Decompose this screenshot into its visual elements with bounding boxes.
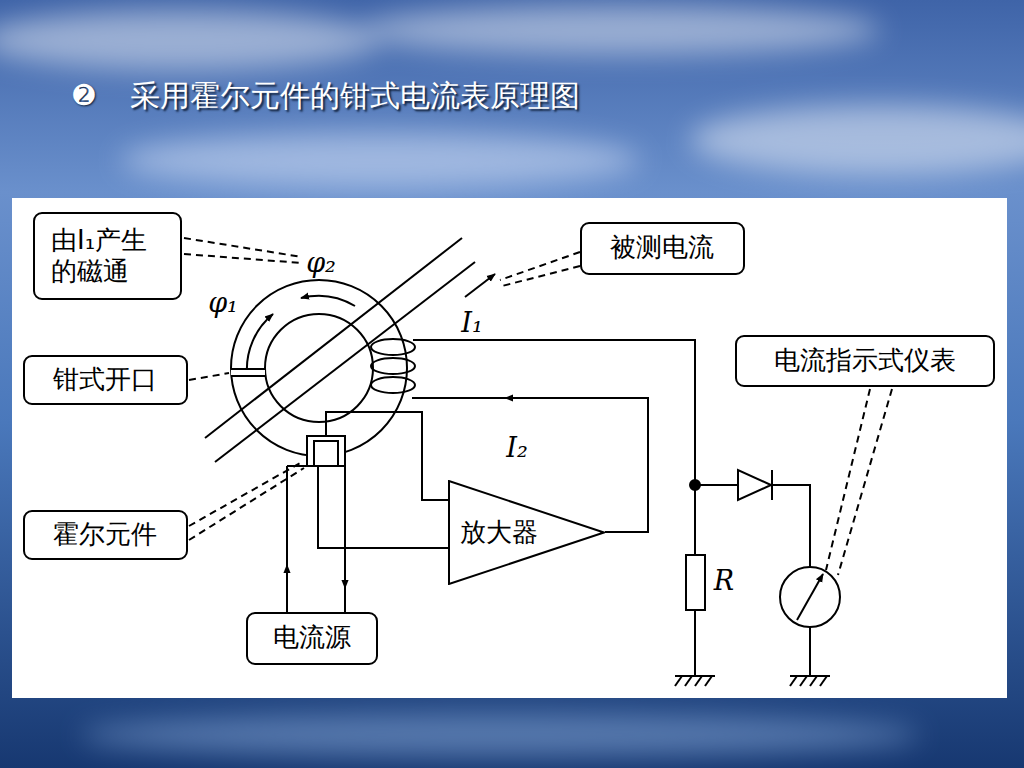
callout-box: 电流指示式仪表 — [735, 335, 995, 387]
meter-symbol — [780, 567, 840, 627]
wire — [772, 485, 810, 567]
cloud — [360, 5, 880, 55]
current-arrow — [344, 560, 346, 588]
node-text: 霍尔元件 — [53, 519, 157, 550]
clamp-hole — [265, 314, 373, 422]
wire — [318, 466, 448, 548]
conductor-line — [215, 262, 475, 462]
leader-line — [502, 266, 580, 286]
flux-arrow — [301, 296, 355, 306]
diode-symbol — [738, 470, 771, 500]
cloud — [0, 10, 380, 70]
coil-turn — [371, 358, 415, 374]
node-text: 电流源 — [273, 622, 351, 653]
ground-hatch — [810, 676, 817, 686]
white-panel — [12, 198, 1007, 698]
sea-glint — [80, 713, 920, 757]
clamp-gap-edge — [231, 375, 266, 377]
wire — [809, 627, 811, 676]
ground-hatch — [705, 676, 712, 686]
leader-line — [184, 238, 302, 257]
ground-hatch — [820, 676, 827, 686]
node-text: 被测电流 — [610, 232, 714, 263]
symbol-label: φ₂ — [306, 247, 336, 278]
leader-line — [189, 462, 302, 526]
current-arrow — [286, 565, 288, 600]
meter-needle — [797, 574, 823, 620]
ground-hatch — [685, 676, 692, 686]
leader-line — [189, 373, 229, 380]
bullet-number: ➋ — [73, 80, 95, 110]
callout-box: 钳式开口 — [23, 355, 188, 405]
wire — [326, 412, 448, 500]
ground-symbol — [675, 676, 715, 686]
callout-box: 电流源 — [246, 612, 378, 665]
leader-line — [189, 468, 304, 540]
ground-hatch — [695, 676, 702, 686]
node-text: 钳式开口 — [53, 364, 157, 395]
coil-turn — [371, 377, 415, 393]
leader-line — [838, 389, 892, 575]
amplifier-triangle — [449, 481, 604, 584]
hall-element — [307, 436, 345, 466]
callout-box: 由I₁产生 的磁通 — [33, 212, 182, 300]
ground-hatch — [790, 676, 797, 686]
current-arrow — [465, 274, 495, 297]
node-text: 放大器 — [460, 517, 538, 548]
cloud — [120, 132, 640, 188]
current-arrow — [505, 397, 540, 399]
conductor-line — [205, 238, 462, 438]
symbol-label: R — [714, 565, 734, 596]
wire — [286, 466, 288, 612]
clamp-gap-edge — [231, 368, 266, 370]
leader-line — [184, 254, 302, 263]
wire — [344, 466, 346, 612]
ground-hatch — [675, 676, 682, 686]
symbol-label: φ₁ — [208, 287, 238, 318]
node-text: 由I₁产生 的磁通 — [51, 225, 163, 287]
callout-box: 被测电流 — [580, 222, 745, 275]
symbol-label: I₂ — [506, 432, 528, 463]
resistor-symbol — [686, 555, 705, 610]
clouds — [0, 5, 1024, 757]
clamp-gap — [231, 369, 265, 376]
amplifier-triangle: 放大器 — [448, 480, 605, 585]
ground-symbol — [790, 676, 830, 686]
wire — [695, 484, 738, 486]
cloud — [690, 105, 1024, 175]
wire — [694, 610, 696, 676]
ground-hatch — [800, 676, 807, 686]
coil-turn — [371, 339, 415, 355]
callout-box: 霍尔元件 — [23, 510, 188, 560]
hall-element-core — [314, 441, 338, 466]
circuit — [205, 238, 840, 686]
node-text: 电流指示式仪表 — [774, 345, 956, 376]
flux-arrow — [247, 314, 273, 374]
symbol-label: I₁ — [461, 307, 483, 338]
slide-title: 采用霍尔元件的钳式电流表原理图 — [130, 76, 580, 117]
